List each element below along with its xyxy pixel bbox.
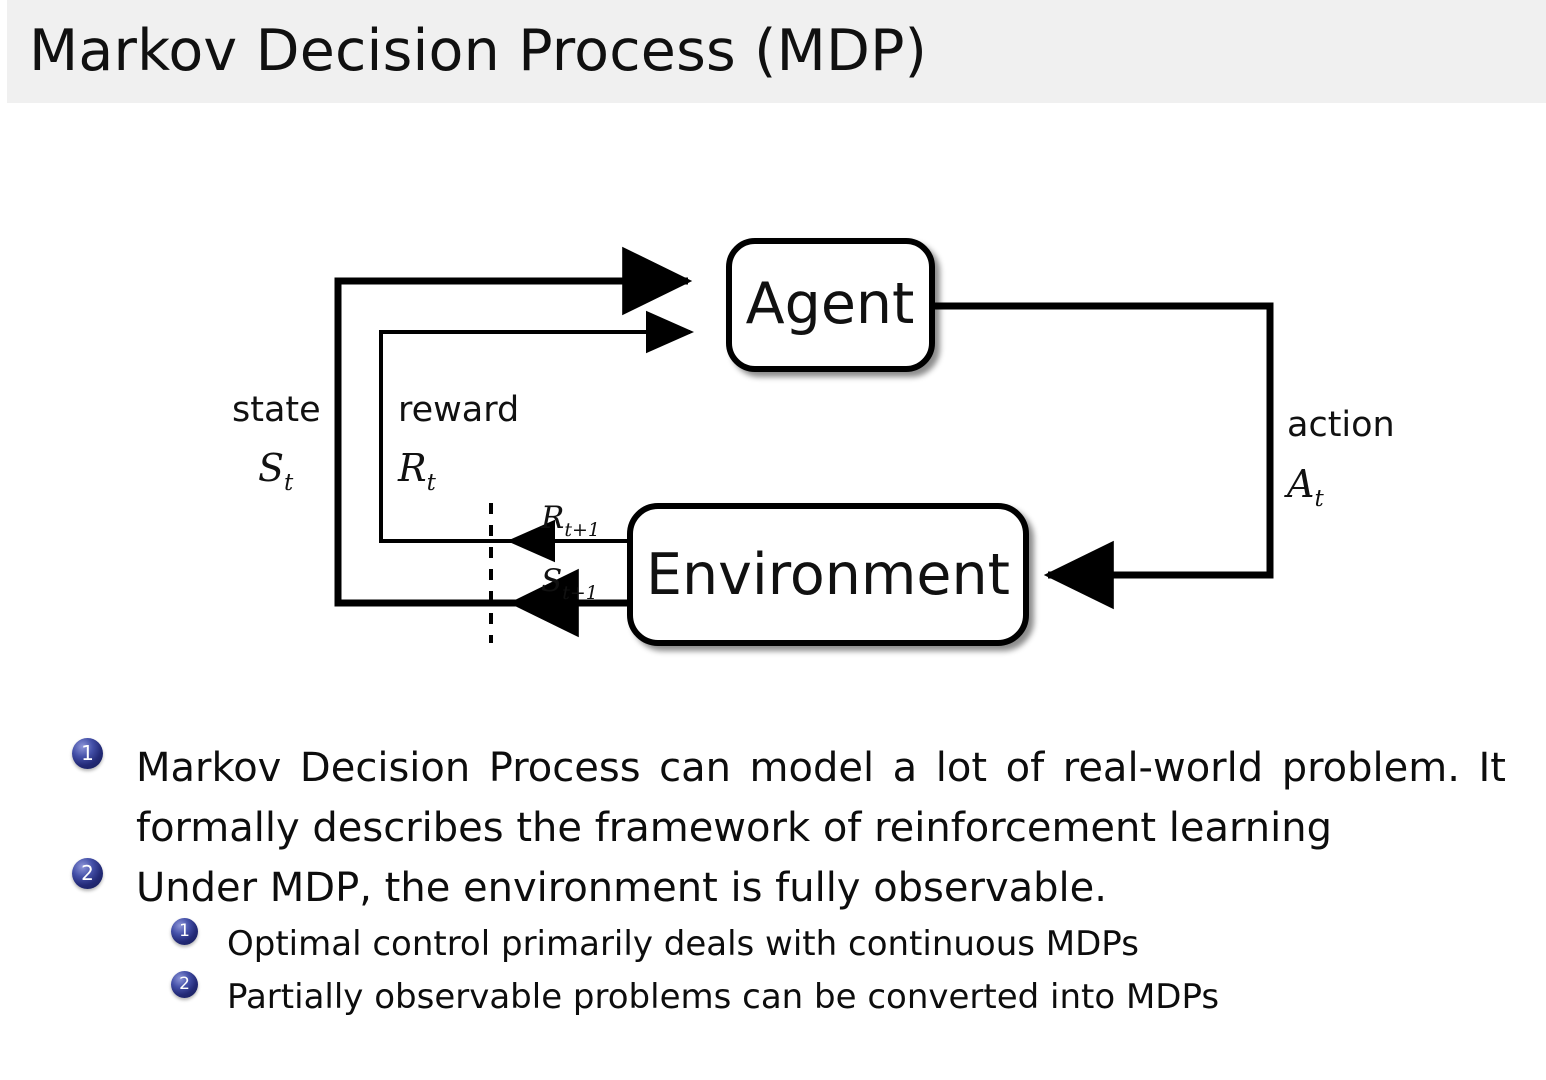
- action-symbol-base: A: [1284, 462, 1314, 506]
- bullet-marker-sub-1: 1: [171, 918, 198, 945]
- label-next-reward-symbol: Rt+1: [540, 500, 600, 541]
- label-next-reward: Rt+1: [540, 500, 600, 541]
- edge-state-loop: [334, 246, 693, 607]
- label-reward-symbol: Rt: [397, 446, 437, 496]
- next-state-base: S: [541, 563, 562, 599]
- label-action-symbol: At: [1284, 462, 1324, 512]
- state-symbol-subscript: t: [284, 470, 294, 496]
- label-state-symbol: St: [258, 446, 294, 496]
- bullet-text: Partially observable problems can be con…: [227, 977, 1220, 1017]
- bullet-marker-1: 1: [72, 738, 103, 769]
- list-item: 1 Markov Decision Process can model a lo…: [0, 738, 1546, 858]
- list-item: 1 Optimal control primarily deals with c…: [0, 918, 1546, 971]
- list-item: 2 Under MDP, the environment is fully ob…: [0, 858, 1546, 918]
- bullet-marker-2: 2: [72, 858, 103, 889]
- bullet-text: Markov Decision Process can model a lot …: [136, 745, 1506, 851]
- label-state: state St: [232, 390, 321, 496]
- node-environment: Environment: [627, 503, 1029, 646]
- page-title: Markov Decision Process (MDP): [29, 18, 928, 84]
- list-item: 2 Partially observable problems can be c…: [0, 971, 1546, 1024]
- node-environment-label: Environment: [646, 542, 1010, 608]
- next-reward-base: R: [540, 500, 564, 536]
- bullet-marker-sub-2: 2: [171, 971, 198, 998]
- reward-symbol-base: R: [397, 446, 427, 490]
- bullet-text: Under MDP, the environment is fully obse…: [136, 865, 1107, 911]
- bullet-text: Optimal control primarily deals with con…: [227, 924, 1139, 964]
- next-reward-subscript: t+1: [564, 519, 600, 541]
- label-action: action At: [1284, 405, 1395, 512]
- label-action-word: action: [1287, 405, 1395, 445]
- bullet-list: 1 Markov Decision Process can model a lo…: [0, 738, 1546, 1024]
- label-reward: reward Rt: [397, 390, 519, 496]
- edge-action-loop: [932, 302, 1274, 610]
- next-state-subscript: t+1: [562, 582, 598, 604]
- label-reward-word: reward: [398, 390, 519, 430]
- state-symbol-base: S: [258, 446, 284, 490]
- edge-reward-loop: [379, 310, 694, 543]
- node-agent-label: Agent: [746, 271, 915, 337]
- reward-symbol-subscript: t: [427, 470, 437, 496]
- label-next-state: St+1: [541, 563, 598, 604]
- node-agent: Agent: [726, 238, 935, 372]
- label-state-word: state: [232, 390, 321, 430]
- header-left-edge: [0, 0, 7, 103]
- action-symbol-subscript: t: [1314, 486, 1324, 512]
- mdp-diagram: Agent Environment state St: [0, 103, 1546, 703]
- slide-header-bar: Markov Decision Process (MDP): [0, 0, 1546, 103]
- label-next-state-symbol: St+1: [541, 563, 598, 604]
